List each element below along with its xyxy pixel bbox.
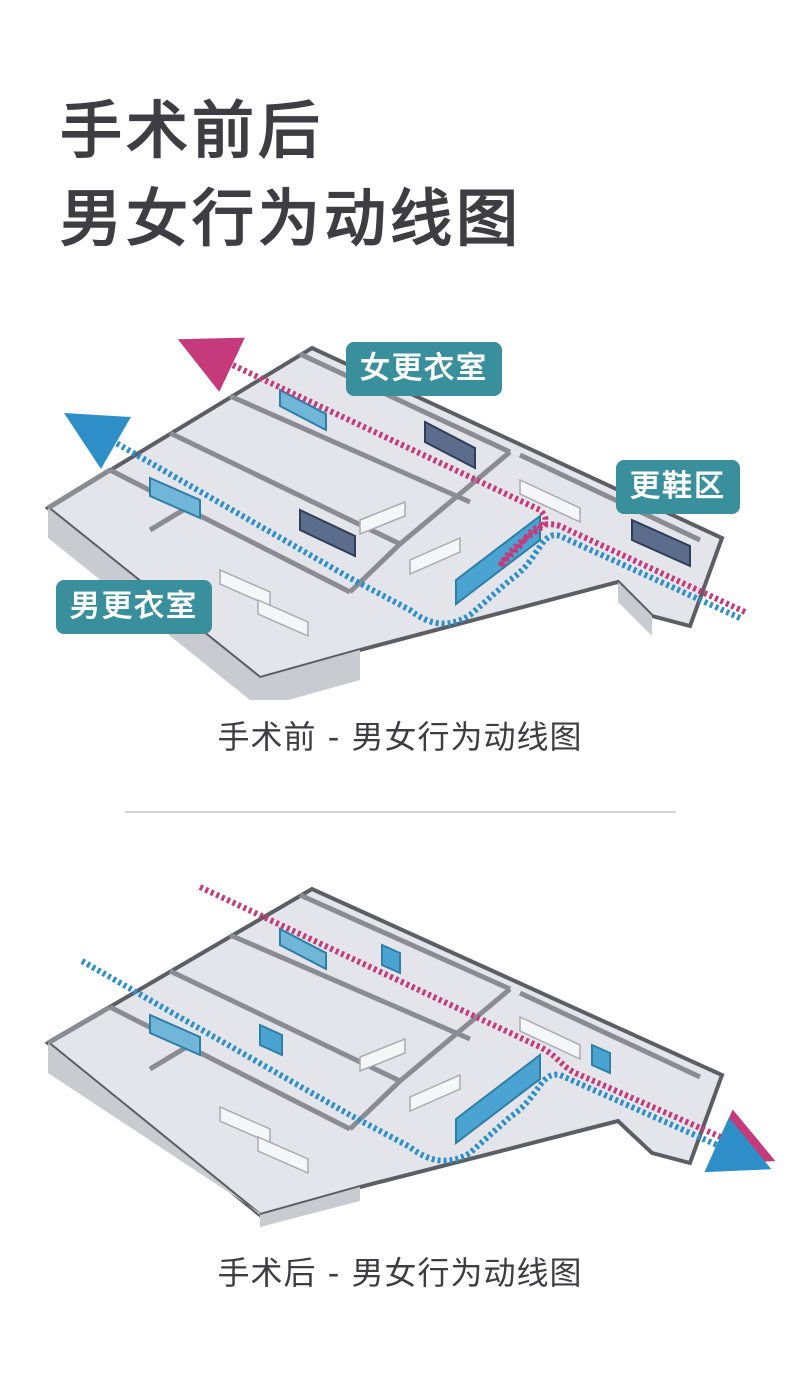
locker-units [149,927,611,1146]
female-locker-room-label: 女更衣室 [346,342,502,396]
front-wall-mid [260,650,360,700]
front-wall-mid [260,1187,360,1227]
benches [219,478,581,638]
male-path-arrow [80,958,772,1173]
building-block [44,345,725,700]
page-title-line-2: 男女行为动线图 [60,182,523,255]
page-title-line-1: 手术前后 [60,94,325,167]
shoe-change-area-label: 更鞋区 [616,460,740,514]
benches [219,1015,581,1175]
section-divider [125,811,676,813]
front-wall-left [48,1043,260,1215]
after-diagram-caption: 手术后 - 男女行为动线图 [217,1254,583,1292]
before-floorplan-diagram: 女更衣室 更鞋区 男更衣室 [0,330,800,700]
male-path-arrow [64,413,742,627]
front-wall-right [618,582,652,636]
locker-units [149,388,691,607]
after-floorplan-diagram [0,875,800,1235]
building-block [44,886,725,1227]
female-path-arrow [177,337,549,568]
female-path-shoe-segment [497,521,747,615]
before-floorplan-svg [44,337,747,700]
after-floorplan-svg [44,884,776,1227]
before-diagram-caption: 手术前 - 男女行为动线图 [217,718,583,756]
male-locker-room-label: 男更衣室 [56,580,212,634]
